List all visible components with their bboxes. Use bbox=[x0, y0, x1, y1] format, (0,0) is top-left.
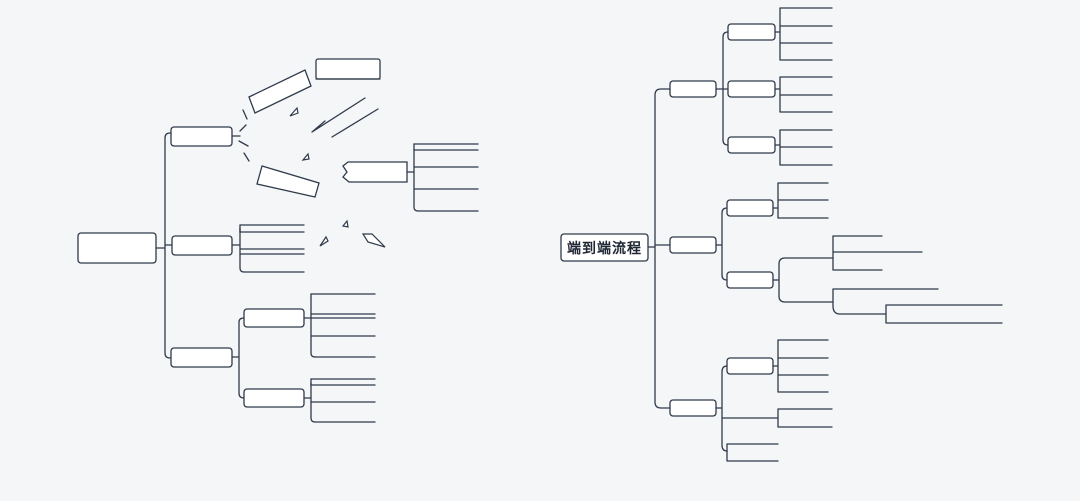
shard bbox=[301, 152, 310, 161]
left-mindmap bbox=[77, 58, 479, 423]
broken-leaf-lines bbox=[311, 97, 379, 138]
broken-connector bbox=[238, 109, 250, 162]
shard bbox=[289, 106, 299, 117]
broken-node[interactable] bbox=[256, 165, 320, 198]
leaf-lines bbox=[774, 129, 833, 166]
left-subbranch-node[interactable] bbox=[243, 308, 305, 328]
leaf-lines bbox=[777, 408, 833, 428]
leaf-lines bbox=[885, 304, 1003, 324]
leaf-lines bbox=[726, 443, 779, 462]
leaf-lines bbox=[774, 76, 833, 113]
leaf-lines bbox=[310, 293, 376, 358]
leaf-lines bbox=[774, 7, 833, 61]
subbranch-node[interactable] bbox=[726, 199, 774, 217]
connector bbox=[715, 365, 779, 452]
left-branch-node[interactable] bbox=[170, 347, 233, 368]
left-subbranch-node[interactable] bbox=[243, 388, 305, 408]
left-branch-node[interactable] bbox=[171, 235, 233, 256]
connector bbox=[231, 227, 245, 273]
root-node[interactable] bbox=[560, 233, 649, 262]
subbranch-node[interactable] bbox=[726, 271, 774, 289]
shard bbox=[361, 233, 386, 248]
broken-node[interactable] bbox=[248, 69, 312, 114]
branch-node[interactable] bbox=[669, 236, 717, 254]
broken-node[interactable] bbox=[342, 161, 408, 183]
leaf-lines bbox=[772, 182, 829, 219]
left-trunk-connector bbox=[155, 132, 171, 359]
leaf-lines bbox=[772, 339, 829, 393]
branch-node[interactable] bbox=[669, 80, 717, 98]
shard bbox=[319, 235, 329, 247]
shard bbox=[341, 219, 349, 228]
branch-node[interactable] bbox=[669, 399, 717, 417]
subbranch-node[interactable] bbox=[727, 136, 776, 154]
connector bbox=[715, 207, 728, 281]
connector bbox=[303, 382, 316, 423]
connector bbox=[772, 257, 834, 303]
left-branch-node[interactable] bbox=[170, 126, 233, 147]
connector bbox=[231, 317, 245, 399]
subbranch-node[interactable] bbox=[726, 357, 774, 375]
connector bbox=[715, 31, 729, 146]
right-trunk-connector bbox=[647, 88, 671, 409]
connector bbox=[406, 149, 419, 212]
leaf-lines bbox=[832, 235, 923, 271]
leaf-lines bbox=[413, 143, 479, 212]
right-mindmap bbox=[560, 7, 1003, 462]
left-leaf-node[interactable] bbox=[315, 58, 381, 80]
left-root-node[interactable] bbox=[77, 232, 157, 264]
subbranch-node[interactable] bbox=[727, 23, 776, 41]
leaf-lines bbox=[310, 378, 376, 423]
leaf-lines bbox=[239, 224, 305, 273]
subbranch-node[interactable] bbox=[727, 80, 776, 98]
connector bbox=[303, 297, 316, 358]
leaf-lines bbox=[832, 288, 939, 315]
